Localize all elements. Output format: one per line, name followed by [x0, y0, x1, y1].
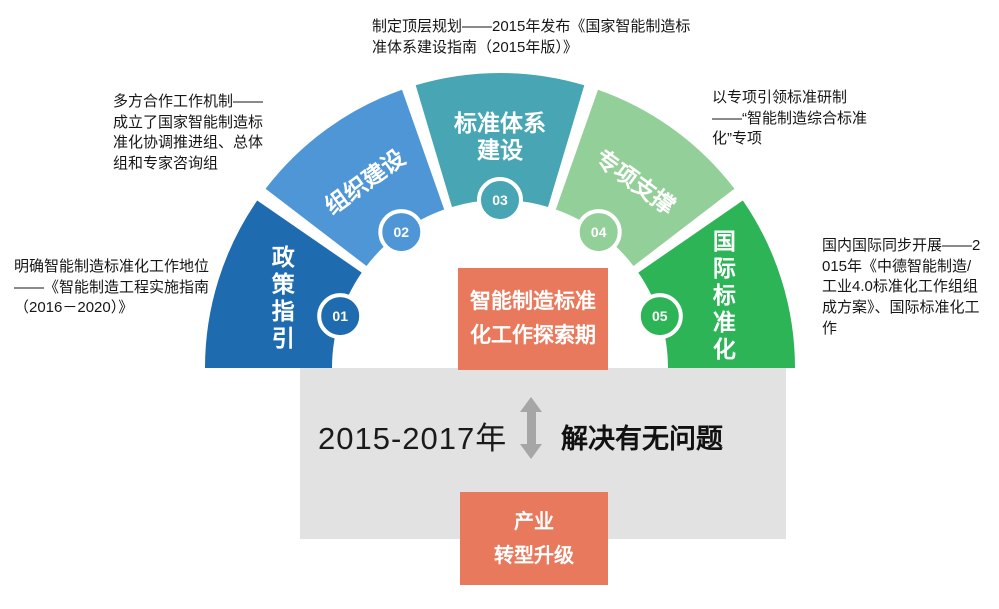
industry-upgrade-line2: 转型升级 — [494, 544, 574, 567]
arc-segment-01: 政策指引 01 — [205, 200, 364, 368]
arc-segment-05: 国际标准化 05 — [636, 200, 795, 368]
number-badge — [636, 293, 683, 340]
segment-label: 政策指引 — [272, 244, 296, 351]
industry-upgrade-box: 产业 转型升级 — [460, 492, 608, 585]
double-arrow-icon — [520, 397, 542, 459]
period-text: 2015-2017年 — [318, 421, 508, 456]
number-badge-label: 04 — [591, 224, 607, 240]
number-badge — [317, 293, 364, 340]
arrow-up-triangle — [520, 397, 542, 412]
phase-title-line1: 智能制造标准 — [470, 290, 596, 313]
annotation-special-project: 以专项引领标准研制——“智能制造综合标准化”专项 — [712, 89, 867, 148]
number-badge — [378, 209, 425, 256]
number-badge-label: 01 — [332, 308, 348, 324]
number-badge — [477, 177, 523, 223]
segment-label: 标准体系建设 — [454, 110, 546, 163]
annotation-policy-position: 明确智能制造标准化工作地位——《智能制造工程实施指南（2016－2020）》 — [14, 258, 210, 317]
number-badge-label: 05 — [652, 308, 668, 324]
phase-title-line2: 化工作探索期 — [470, 324, 596, 347]
goal-text: 解决有无问题 — [561, 424, 723, 454]
arc-segment-03: 标准体系建设 03 — [415, 72, 585, 223]
arc-segment-shape — [415, 72, 585, 208]
number-badge-label: 03 — [492, 192, 508, 208]
industry-upgrade-line1: 产业 — [514, 510, 554, 533]
annotation-international-work: 国内国际同步开展——2015年《中德智能制造/工业4.0标准化工作组组成方案》、… — [822, 237, 981, 337]
phase-title-box: 智能制造标准 化工作探索期 — [458, 268, 608, 370]
annotation-cooperation-mechanism: 多方合作工作机制——成立了国家智能制造标准化协调推进组、总体组和专家咨询组 — [113, 93, 264, 173]
arrow-down-triangle — [520, 444, 542, 459]
annotation-top-plan: 制定顶层规划——2015年发布《国家智能制造标准体系建设指南（2015年版）》 — [372, 18, 691, 56]
arrow-bar — [526, 412, 536, 444]
number-badge-label: 02 — [394, 224, 410, 240]
segment-label: 国际标准化 — [713, 228, 736, 362]
number-badge — [575, 209, 622, 256]
